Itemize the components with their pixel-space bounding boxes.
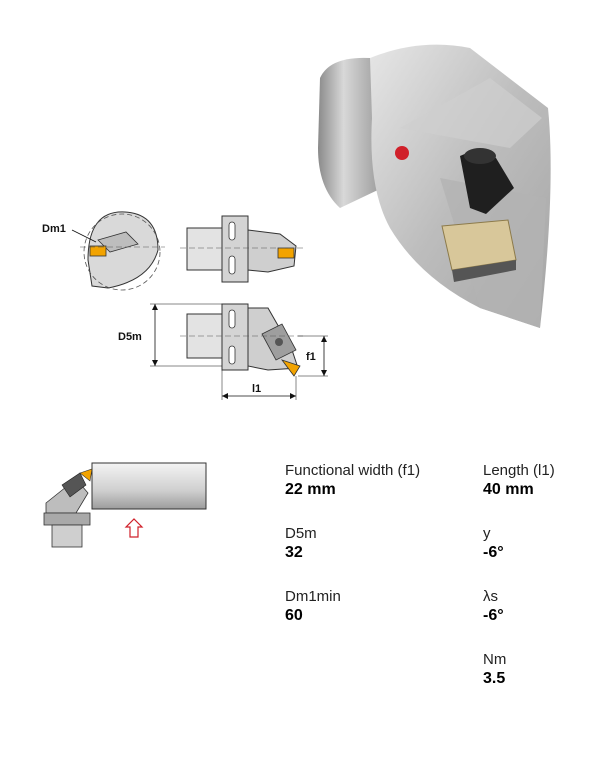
spec-d5m: D5m 32 (285, 525, 317, 563)
spec-label: D5m (285, 525, 317, 542)
spec-lambda-s: λs -6° (483, 588, 504, 626)
spec-value: 60 (285, 607, 303, 624)
spec-label: Dm1min (285, 588, 341, 605)
technical-drawing: Dm1 D5m f1 l1 (42, 211, 328, 400)
l1-label: l1 (252, 383, 261, 395)
spec-value: 22 mm (285, 481, 336, 498)
spec-value: -6° (483, 544, 504, 561)
side-view (180, 215, 305, 283)
spec-functional-width: Functional width (f1) 22 mm (285, 462, 420, 500)
dm1-label: Dm1 (42, 223, 66, 235)
spec-value: 32 (285, 544, 303, 561)
f1-label: f1 (306, 351, 316, 363)
spec-dm1min: Dm1min 60 (285, 588, 341, 626)
spec-value: -6° (483, 607, 504, 624)
front-view (80, 211, 165, 291)
spec-y: y -6° (483, 525, 504, 563)
dm1-leader (71, 229, 97, 243)
feed-direction-arrow-icon (124, 518, 144, 538)
spec-nm: Nm 3.5 (483, 651, 506, 689)
spec-label: Functional width (f1) (285, 462, 421, 479)
spec-label: y (483, 525, 491, 542)
spec-value: 40 mm (483, 481, 534, 498)
spec-value: 3.5 (483, 670, 506, 687)
spec-label: Length (l1) (483, 462, 555, 479)
spec-label: Nm (483, 651, 507, 668)
d5m-label: D5m (118, 331, 142, 343)
orientation-diagram (43, 462, 207, 548)
product-image (318, 44, 551, 329)
spec-length: Length (l1) 40 mm (483, 462, 555, 500)
top-view (180, 303, 305, 377)
spec-label: λs (483, 588, 498, 605)
